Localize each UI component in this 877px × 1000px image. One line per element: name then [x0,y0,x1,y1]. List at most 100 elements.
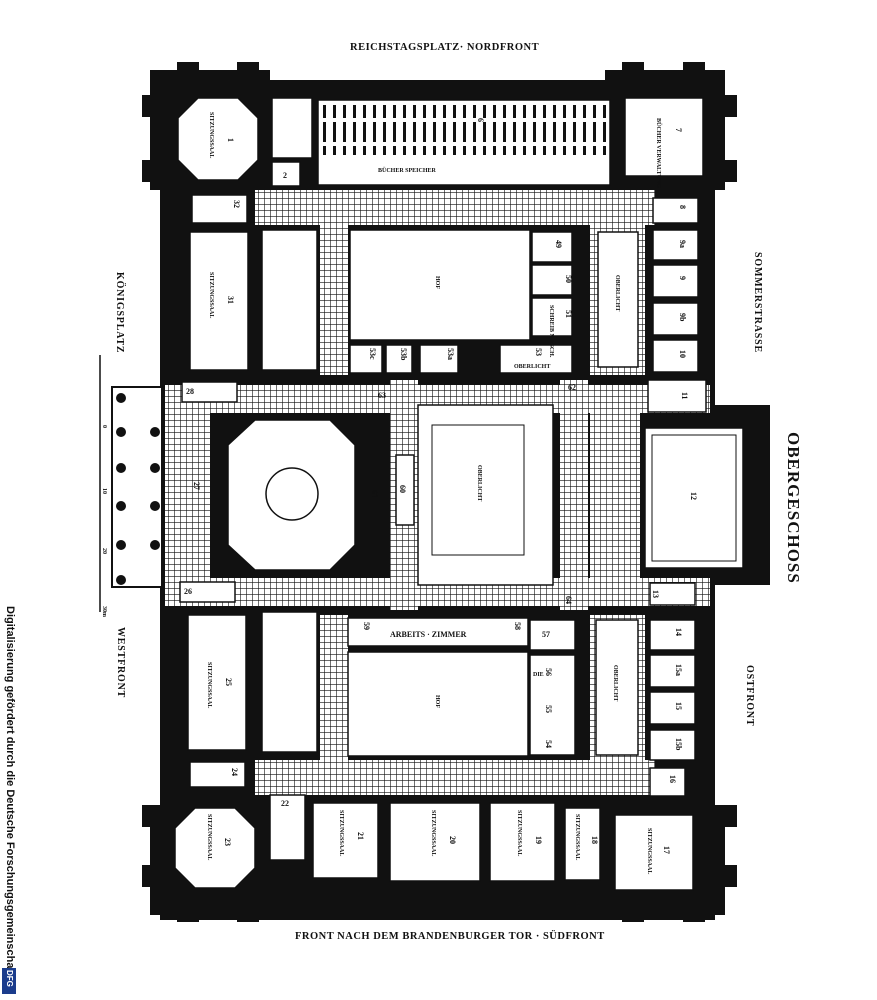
room-24 [189,761,246,788]
label-r54: 54 [544,740,553,748]
label-r55: 55 [544,705,553,713]
label-r2: 2 [283,171,287,180]
label-scale-30: 30m [101,606,107,617]
room-2 [271,161,301,187]
label-r12: 12 [689,492,698,500]
room-16 [649,767,686,797]
hof-north [349,229,531,341]
label-ober-se: OBERLICHT [612,665,618,701]
label-r13: 13 [651,590,660,598]
label-r50: 50 [564,275,573,283]
label-r17t: SITZUNGSSAAL [646,828,652,874]
label-r15: 15 [674,702,683,710]
label-r53a: 53a [446,348,455,360]
room-15b [649,729,696,761]
label-r64: 64 [564,596,573,604]
label-r23t: SITZUNGSSAAL [206,814,212,860]
label-r6t: BÜCHER SPEICHER [378,167,437,174]
label-r60: 60 [398,485,407,493]
dfg-logo: DFG [2,968,16,994]
label-r24: 24 [230,768,239,776]
label-ober53: OBERLICHT [514,364,550,370]
label-r7: 7 [674,128,683,132]
room-21 [312,802,379,879]
label-r56: 56 [544,668,553,676]
room-22 [269,794,306,861]
label-r11: 11 [680,392,689,400]
oberlicht-ne [597,231,639,368]
arbeitszimmer [347,617,529,647]
label-r49: 49 [554,240,563,248]
oberlicht-central [417,404,554,586]
label-r18: 18 [590,836,599,844]
stair-north-west [271,97,313,159]
label-r1t: SITZUNGSSAAL [208,112,214,158]
room-8 [652,197,699,224]
label-r14: 14 [674,628,683,636]
room-23 [174,807,256,889]
label-r53c: 53c [368,348,377,360]
label-r6: 6 [476,118,485,122]
label-r17: 17 [662,846,671,854]
room-58-56 [529,654,576,756]
room-53 [499,344,573,374]
label-r10: 10 [678,350,687,358]
room-50 [531,264,573,296]
room-28 [181,381,238,403]
room-west-hall-n [261,229,318,371]
label-r61: 61 [370,490,379,498]
room-west-hall-s [261,611,318,753]
label-r25: 25 [224,678,233,686]
label-r20: 20 [448,836,457,844]
room-53c [349,344,383,374]
room-25 [187,614,247,751]
label-r9b: 9b [678,313,687,322]
room-20 [389,802,481,882]
label-r16: 16 [668,775,677,783]
room-13 [649,582,696,606]
hof-south [347,651,529,757]
room-14 [649,619,696,651]
room-53b [385,344,413,374]
room-49 [531,231,573,263]
room-11 [647,379,707,413]
label-r9: 9 [678,276,687,280]
label-r53b: 53b [399,348,408,361]
label-scale-0: 0 [101,425,107,428]
label-r15b: 15b [674,738,683,751]
label-die: DIE [533,672,544,678]
room-12-inner [651,434,737,562]
portico-columns [116,393,160,585]
label-hof-n: HOF [434,276,440,289]
room-9b [652,302,699,336]
room-31 [189,231,249,371]
label-r20t: SITZUNGSSAAL [430,810,436,856]
label-r9a: 9a [678,240,687,248]
label-scale-20: 20 [101,548,107,554]
label-r51t: SCHREIB MASCH. [548,305,554,358]
label-r57: 57 [542,630,550,639]
room-15 [649,691,696,725]
room-51 [531,297,573,337]
room-53a [419,344,459,374]
room-9 [652,264,699,298]
label-r26: 26 [184,587,192,596]
label-r59: 59 [362,622,371,630]
room-9a [652,229,699,261]
label-r31: 31 [226,296,235,304]
label-ober-ne: OBERLICHT [614,275,620,311]
label-r1: 1 [226,138,235,142]
label-r21t: SITZUNGSSAAL [338,810,344,856]
room-17 [614,814,694,891]
room-1 [177,97,259,181]
label-r15a: 15a [674,664,683,676]
room-12 [644,427,744,569]
label-r58: 58 [513,622,522,630]
label-r31t: SITZUNGSSAAL [208,272,214,318]
label-r63: 63 [378,391,386,400]
room-26 [179,581,236,603]
label-r23: 23 [223,838,232,846]
label-r22: 22 [281,799,289,808]
room-60 [395,454,415,526]
label-hof-s: HOF [434,695,440,708]
